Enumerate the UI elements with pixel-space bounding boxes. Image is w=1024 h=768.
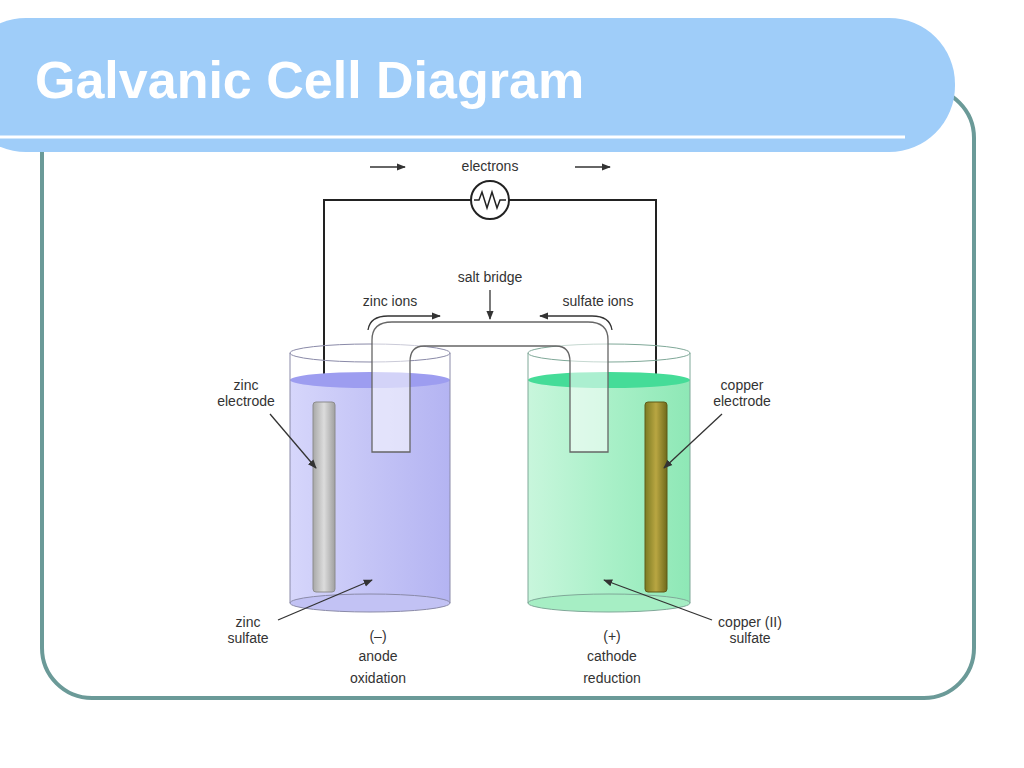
label-anchor: salt bridge [458,269,523,285]
electrode-role: cathode [587,648,637,664]
title-anchor: Galvanic Cell Diagram [35,50,584,110]
zinc-electrode [313,402,335,592]
solution-label: copper (II) sulfate [708,614,792,646]
header-band [0,18,955,152]
leader-line [278,580,372,620]
ion-flow-arrow [540,316,612,330]
label-anchor: electrons [462,158,519,174]
ion-flow-arrow [368,316,440,330]
label-anchor: zinc ions [363,293,417,309]
label-anchor: copper (II) sulfate [708,614,792,646]
resistor-zigzag [474,192,506,208]
slide-title: Galvanic Cell Diagram [35,50,584,110]
part-label: copper electrode [707,377,777,409]
part-label: zinc electrode [211,377,281,409]
label-anchor: cathode [587,648,637,664]
part-label: salt bridge [458,269,523,285]
label-anchor: anode [359,648,398,664]
label-anchor: copper electrode [707,377,777,409]
label-anchor: reduction [583,670,641,686]
label-anchor: zinc sulfate [217,614,279,646]
title-underline [0,136,905,139]
current-label: electrons [462,158,519,174]
label-anchor: oxidation [350,670,406,686]
reaction-label: oxidation [350,670,406,686]
reaction-label: reduction [583,670,641,686]
zinc-beaker [290,344,450,612]
slide-panel [42,88,974,698]
label-anchor: zinc electrode [211,377,281,409]
ion-label: sulfate ions [563,293,634,309]
polarity-label: (–) [369,628,386,644]
leader-line [270,414,316,468]
ion-label: zinc ions [363,293,417,309]
solution-label: zinc sulfate [217,614,279,646]
copper-beaker [528,344,690,612]
salt-bridge-tube [372,322,608,452]
load-symbol [471,181,509,219]
polarity-label: (+) [603,628,621,644]
label-anchor: (–) [369,628,386,644]
electron-arrow [575,166,610,167]
electrode-role: anode [359,648,398,664]
label-anchor: sulfate ions [563,293,634,309]
electron-arrow [370,166,405,167]
label-anchor: (+) [603,628,621,644]
leader-line [664,414,722,468]
leader-line [489,290,490,319]
leader-line [604,580,712,620]
copper-electrode [645,402,667,592]
